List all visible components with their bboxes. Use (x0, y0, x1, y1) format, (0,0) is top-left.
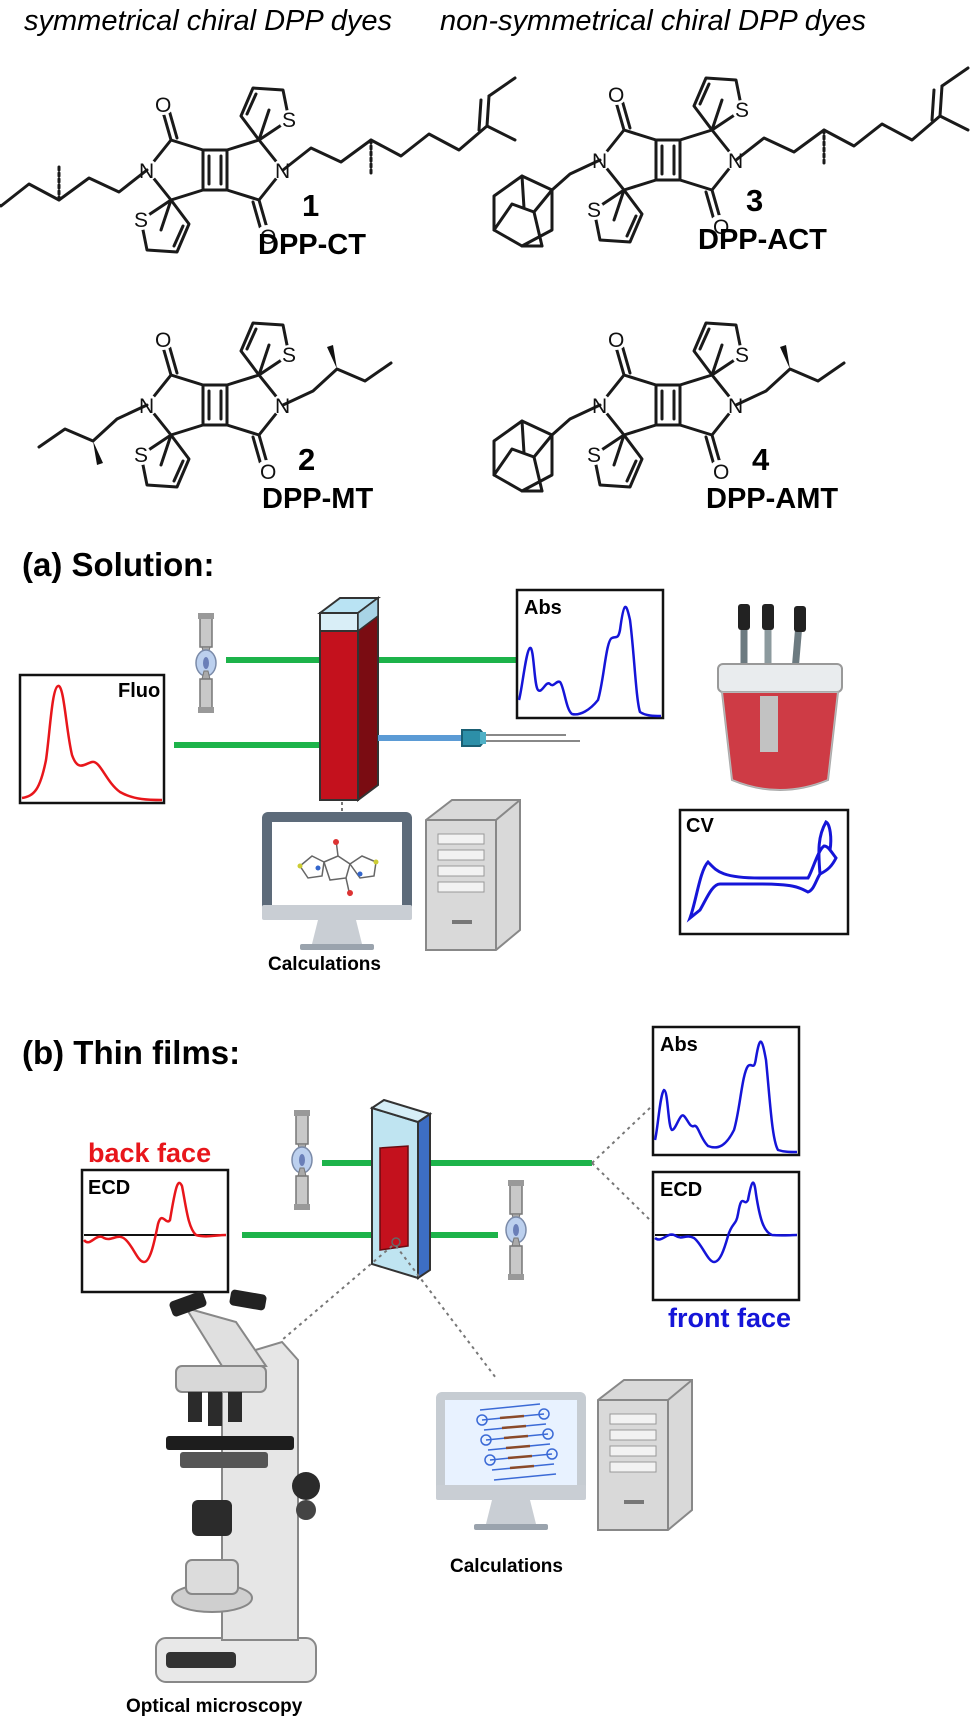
oxygen-atom: O (155, 94, 171, 117)
oxygen-atom: O (713, 216, 729, 239)
film-computer-tower-icon (597, 1379, 693, 1531)
molecule-4-structure: N N O O S S (492, 321, 846, 493)
computer-tower-icon (425, 799, 521, 951)
ecd-front-curve (654, 1181, 798, 1264)
film-computer-monitor-icon (436, 1392, 586, 1530)
oxygen-atom: O (608, 329, 624, 352)
ecd-front-panel: ECD (651, 1170, 801, 1302)
molecule-2-code: DPP-MT (262, 483, 373, 515)
ecd-back-label: ECD (88, 1177, 130, 1199)
lamp-icon (505, 1179, 527, 1281)
lamp-icon (291, 1109, 313, 1211)
nitrogen-atom: N (592, 395, 607, 418)
sulfur-atom: S (735, 344, 749, 367)
molecule-1-structure: N N O O S S (0, 76, 517, 254)
solution-calculations-label: Calculations (268, 954, 381, 975)
film-abs-label: Abs (660, 1034, 698, 1056)
lamp-icon (195, 612, 217, 714)
nitrogen-atom: N (728, 395, 743, 418)
oxygen-atom: O (155, 329, 171, 352)
cv-panel: CV (678, 808, 850, 936)
molecule-3-number: 3 (746, 183, 763, 218)
computer-monitor-icon (262, 812, 412, 950)
films-section-title: (b) Thin films: (22, 1034, 240, 1071)
nitrogen-atom: N (275, 395, 290, 418)
molecule-2-number: 2 (298, 442, 315, 477)
thin-film-slide-icon (369, 1098, 433, 1280)
cv-curve (686, 844, 838, 923)
sulfur-atom: S (282, 109, 296, 132)
molecule-1-code: DPP-CT (258, 229, 366, 261)
molecule-1-number: 1 (302, 188, 319, 223)
nitrogen-atom: N (275, 160, 290, 183)
oxygen-atom: O (608, 84, 624, 107)
microscope-icon (155, 1289, 320, 1683)
microscopy-label: Optical microscopy (126, 1696, 303, 1717)
film-calculations-label: Calculations (450, 1556, 563, 1577)
sulfur-atom: S (587, 444, 601, 467)
abs-curve (517, 605, 662, 718)
sulfur-atom: S (587, 199, 601, 222)
molecule-4-code: DPP-AMT (706, 483, 838, 515)
sulfur-atom: S (735, 99, 749, 122)
guide-lines (281, 1105, 653, 1379)
fluo-spectrum-panel: Fluo (18, 673, 166, 805)
cuvette-icon (317, 596, 381, 802)
nonsymmetrical-heading: non-symmetrical chiral DPP dyes (440, 5, 866, 37)
ecd-front-label: ECD (660, 1179, 702, 1201)
molecule-3-code: DPP-ACT (698, 224, 827, 256)
fluo-label: Fluo (118, 680, 160, 702)
nitrogen-atom: N (139, 160, 154, 183)
oxygen-atom: O (260, 461, 276, 484)
molecule-3-structure: N N O O S S (492, 66, 970, 248)
nitrogen-atom: N (728, 150, 743, 173)
fluo-curve (21, 684, 163, 802)
abs-label: Abs (524, 597, 562, 619)
led-icon (378, 729, 580, 747)
symmetrical-heading: symmetrical chiral DPP dyes (24, 5, 392, 37)
oxygen-atom: O (713, 461, 729, 484)
nitrogen-atom: N (139, 395, 154, 418)
ecd-back-panel: ECD (80, 1168, 230, 1294)
front-face-label: front face (668, 1303, 791, 1333)
nitrogen-atom: N (592, 150, 607, 173)
solution-section-title: (a) Solution: (22, 546, 214, 583)
ecd-back-curve (83, 1181, 227, 1264)
cv-label: CV (686, 815, 714, 837)
back-face-label: back face (88, 1138, 211, 1168)
electrochemical-cell-icon (717, 604, 843, 791)
film-abs-panel: Abs (651, 1025, 801, 1157)
sulfur-atom: S (282, 344, 296, 367)
abs-spectrum-panel: Abs (515, 588, 665, 720)
sulfur-atom: S (134, 444, 148, 467)
molecule-2-structure: N N O O S S (37, 321, 393, 489)
sulfur-atom: S (134, 209, 148, 232)
film-abs-curve (653, 1040, 798, 1154)
molecule-4-number: 4 (752, 442, 770, 477)
oxygen-atom: O (260, 226, 276, 249)
